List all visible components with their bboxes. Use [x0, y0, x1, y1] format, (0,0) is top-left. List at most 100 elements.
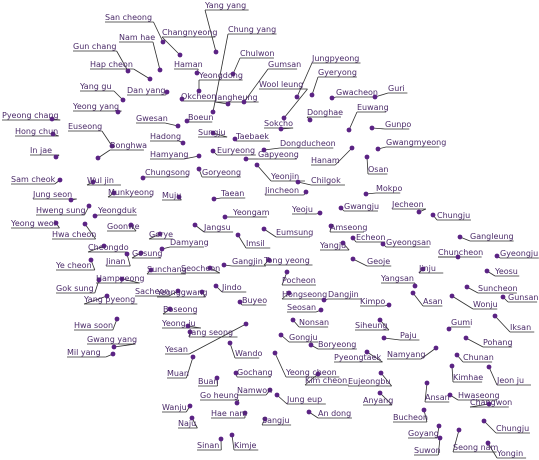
point-hanam-40: [349, 145, 355, 151]
point-sacheon-93: [175, 288, 181, 294]
point-go-heung-134: [234, 400, 240, 406]
label-yeongduk-58: Yeongduk: [97, 206, 137, 215]
label-jindo-91: Jindo: [221, 283, 242, 292]
label-haman-10: Haman: [174, 60, 203, 69]
point-pyeong-chang-22: [49, 116, 55, 122]
label-wul-jin-46: Wul jin: [87, 176, 114, 185]
point-hamyang-37: [196, 153, 202, 159]
leader-line-gun-chang-5: [116, 50, 129, 72]
label-yesan-119: Yesan: [164, 345, 188, 354]
label-chung-yang-3: Chung yang: [228, 25, 276, 34]
label-wando-122: Wando: [235, 349, 262, 358]
point-kimhae-125: [449, 363, 455, 369]
label-gwang-yang-116: Gwang yang: [87, 335, 137, 344]
point-chungju-142: [481, 418, 487, 424]
point-yangju-74: [340, 240, 346, 246]
label-iksan-105: Iksan: [510, 323, 531, 332]
label-munkyeong-51: Munkyeong: [108, 188, 154, 197]
point-wando-122: [227, 340, 233, 346]
leader-line-yongin-150: [487, 442, 498, 459]
point-chungsong-42: [140, 175, 146, 181]
label-yangju-74: Yangju: [319, 241, 346, 250]
point-seong-nam-149: [456, 427, 462, 433]
label-gun-chang-5: Gun chang: [73, 42, 116, 51]
point-chulwon-6: [230, 71, 236, 77]
label-hweng-sung-55: Hweng sung: [36, 206, 86, 215]
leader-line-pohang-115: [465, 337, 484, 348]
point-gangjin-81: [221, 262, 227, 268]
leader-line-jeon-ju-128: [488, 366, 498, 386]
point-sinan-146: [218, 436, 224, 442]
leader-line-pyeongtaek-117: [366, 351, 383, 363]
point-echeon-69: [350, 235, 356, 241]
point-goonwe-62: [128, 222, 134, 228]
label-chungsong-42: Chungsong: [145, 168, 190, 177]
point-boseong-104: [167, 306, 173, 312]
label-goryeong-43: Goryeong: [202, 168, 241, 177]
label-gangjin-81: Gangjin: [232, 257, 263, 266]
point-damyang-73: [159, 246, 165, 252]
point-yeong-yang-21: [115, 109, 121, 115]
label-changwon-136: Changwon: [470, 398, 512, 407]
point-bucheon-141: [421, 407, 427, 413]
label-yang-pyeong-99: Yang pyeong: [83, 295, 135, 304]
label-chulwon-6: Chulwon: [240, 49, 274, 58]
leader-line-chungju-142: [483, 420, 497, 434]
point-yang-yang-0: [213, 49, 219, 55]
point-jang-seong-112: [187, 329, 193, 335]
label-chunan-121: Chunan: [463, 353, 494, 362]
label-damyang-73: Damyang: [170, 238, 209, 247]
label-jeon-ju-128: Jeon ju: [496, 376, 524, 385]
point-hae-nam-139: [242, 410, 248, 416]
point-gongju-111: [278, 332, 284, 338]
leader-line-iksan-105: [494, 315, 511, 333]
leader-line-paju-113: [383, 337, 401, 341]
label-siheung-110: Siheung: [355, 321, 388, 330]
label-suwon-148: Suwon: [414, 446, 441, 455]
leader-line-euseong-28: [101, 130, 113, 147]
point-dongducheon-34: [261, 147, 267, 153]
point-cheongdo-68: [101, 243, 107, 249]
point-nam-hae-4: [157, 67, 163, 73]
point-bonghwa-35: [95, 155, 101, 161]
label-jang-seong-112: Jang seong: [188, 328, 233, 337]
label-taebaek-30: Taebaek: [235, 132, 269, 141]
label-changnyeong-2: Changnyeong: [162, 28, 217, 37]
point-yeongam-59: [222, 214, 228, 220]
label-eujeongbu-130: Eujeongbu: [348, 377, 390, 386]
leader-line-imsil-72: [237, 234, 247, 249]
point-yang-pyeong-99: [104, 293, 110, 299]
label-sacheon-93: Sacheon: [135, 287, 169, 296]
leader-line-hamyang-37: [183, 155, 200, 160]
point-goyang-145: [436, 423, 442, 429]
label-yeonggwang-94: Yeonggwang: [156, 288, 207, 297]
point-gwesan-23: [175, 123, 181, 129]
point-iksan-105: [492, 313, 498, 319]
label-gosung-79: Gosung: [132, 249, 162, 258]
point-gumsan-7: [241, 99, 247, 105]
point-an-dong-140: [306, 409, 312, 415]
point-jecheon-54: [416, 209, 422, 215]
label-yeosu-86: Yeosu: [494, 267, 518, 276]
label-sinan-146: Sinan: [197, 441, 219, 450]
point-chungju-57: [430, 212, 436, 218]
point-yeonjin-44: [254, 162, 260, 168]
point-naju-143: [189, 415, 195, 421]
label-nonsan-107: Nonsan: [299, 318, 329, 327]
label-gochang-126: Gochang: [237, 368, 273, 377]
label-jung-seon-50: Jung seon: [32, 190, 72, 199]
point-sangju-144: [262, 416, 268, 422]
point-chuncheon-77: [455, 254, 461, 260]
leader-line-gyeryong-12: [311, 76, 319, 96]
label-kimpo-101: Kimpo: [360, 297, 385, 306]
label-ansan-132: Ansan: [425, 393, 450, 402]
leader-line-kimje-147: [231, 434, 235, 451]
label-jecheon-54: Jecheon: [391, 200, 424, 209]
label-hamyang-37: Hamyang: [150, 150, 189, 159]
label-pocheon-87: Pocheon: [282, 276, 316, 285]
point-wonju-97: [449, 293, 455, 299]
leader-line-kimhae-125: [451, 365, 454, 383]
label-sunchang-84: Sunchang: [147, 265, 187, 274]
point-changwon-136: [486, 401, 492, 407]
